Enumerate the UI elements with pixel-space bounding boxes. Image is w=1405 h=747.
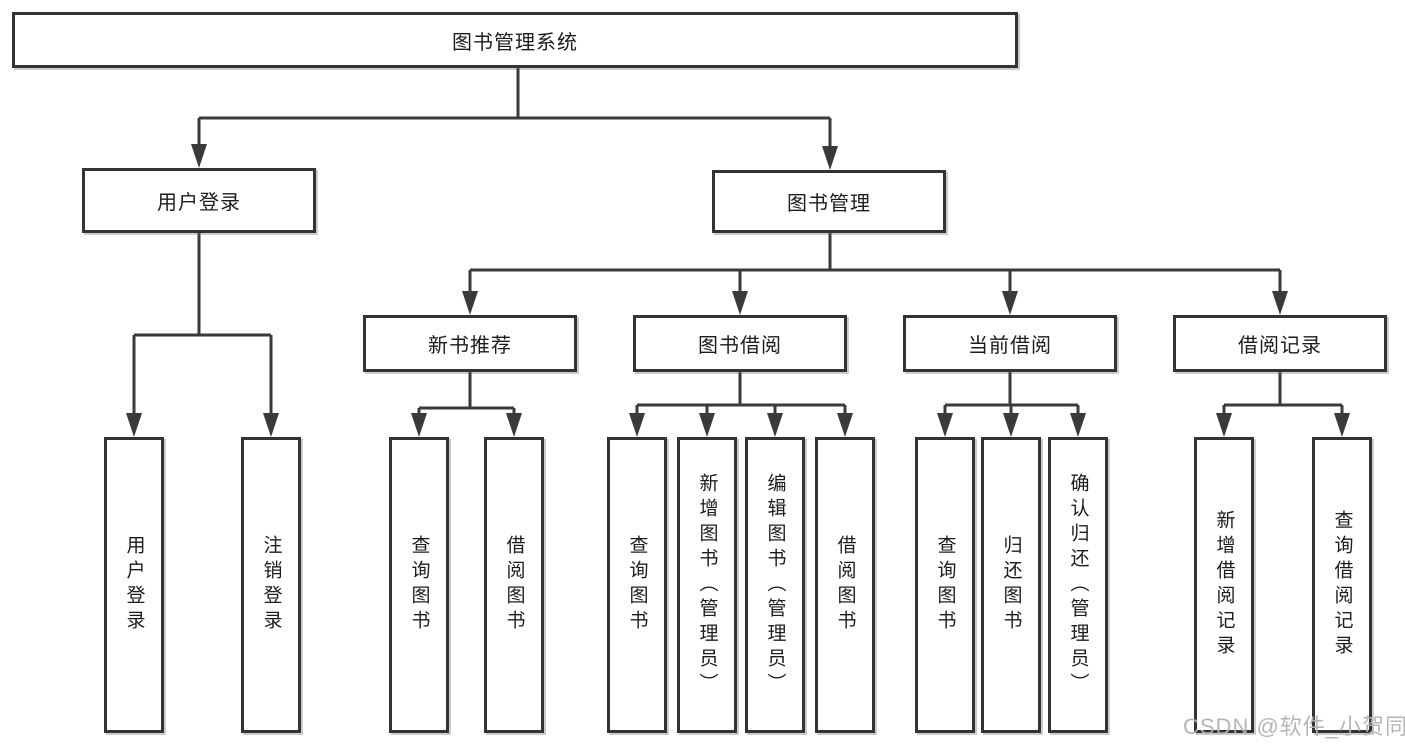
leaf-logout: 注销登录 xyxy=(241,437,301,733)
node-label: 借阅记录 xyxy=(1238,335,1322,357)
node-label: 注销登录 xyxy=(260,535,282,635)
arrowheads xyxy=(126,144,1350,437)
node-label: 图书管理系统 xyxy=(452,31,578,54)
node-label: 查询借阅记录 xyxy=(1331,510,1353,660)
leaf-return-books: 归还图书 xyxy=(981,437,1041,733)
leaf-borrow-books-2: 借阅图书 xyxy=(815,437,875,733)
leaf-confirm-return-admin: 确认归还（管理员） xyxy=(1048,437,1108,733)
node-label: 当前借阅 xyxy=(968,335,1052,357)
node-new-book-recommend: 新书推荐 xyxy=(363,315,577,372)
leaf-user-login: 用户登录 xyxy=(104,437,164,733)
leaf-query-books-3: 查询图书 xyxy=(915,437,975,733)
node-current-borrow: 当前借阅 xyxy=(903,315,1117,372)
leaf-query-books-2: 查询图书 xyxy=(607,437,667,733)
leaf-query-books-1: 查询图书 xyxy=(389,437,449,733)
node-label: 新书推荐 xyxy=(428,335,512,357)
leaf-add-borrow-record: 新增借阅记录 xyxy=(1194,437,1254,733)
csdn-watermark: CSDN @软件_小贺同学 xyxy=(1183,714,1405,739)
node-borrow-records: 借阅记录 xyxy=(1173,315,1387,372)
leaf-query-borrow-record: 查询借阅记录 xyxy=(1312,437,1372,733)
node-book-management: 图书管理 xyxy=(712,170,946,233)
node-label: 用户登录 xyxy=(123,535,145,635)
node-label: 查询图书 xyxy=(408,535,430,635)
node-label: 查询图书 xyxy=(626,535,648,635)
node-label: 借阅图书 xyxy=(503,535,525,635)
node-label: 新增图书（管理员） xyxy=(696,472,718,698)
leaf-add-book-admin: 新增图书（管理员） xyxy=(677,437,737,733)
node-label: 编辑图书（管理员） xyxy=(764,472,786,698)
node-label: 图书借阅 xyxy=(698,335,782,357)
node-label: 用户登录 xyxy=(157,192,241,214)
node-book-borrow: 图书借阅 xyxy=(633,315,847,372)
node-label: 归还图书 xyxy=(1000,535,1022,635)
node-label: 查询图书 xyxy=(934,535,956,635)
node-label: 新增借阅记录 xyxy=(1213,510,1235,660)
leaf-edit-book-admin: 编辑图书（管理员） xyxy=(745,437,805,733)
node-label: 借阅图书 xyxy=(834,535,856,635)
node-library-system: 图书管理系统 xyxy=(12,12,1018,68)
leaf-borrow-books-1: 借阅图书 xyxy=(484,437,544,733)
node-user-login: 用户登录 xyxy=(82,168,316,233)
node-label: 图书管理 xyxy=(787,193,871,215)
node-label: 确认归还（管理员） xyxy=(1067,472,1089,698)
